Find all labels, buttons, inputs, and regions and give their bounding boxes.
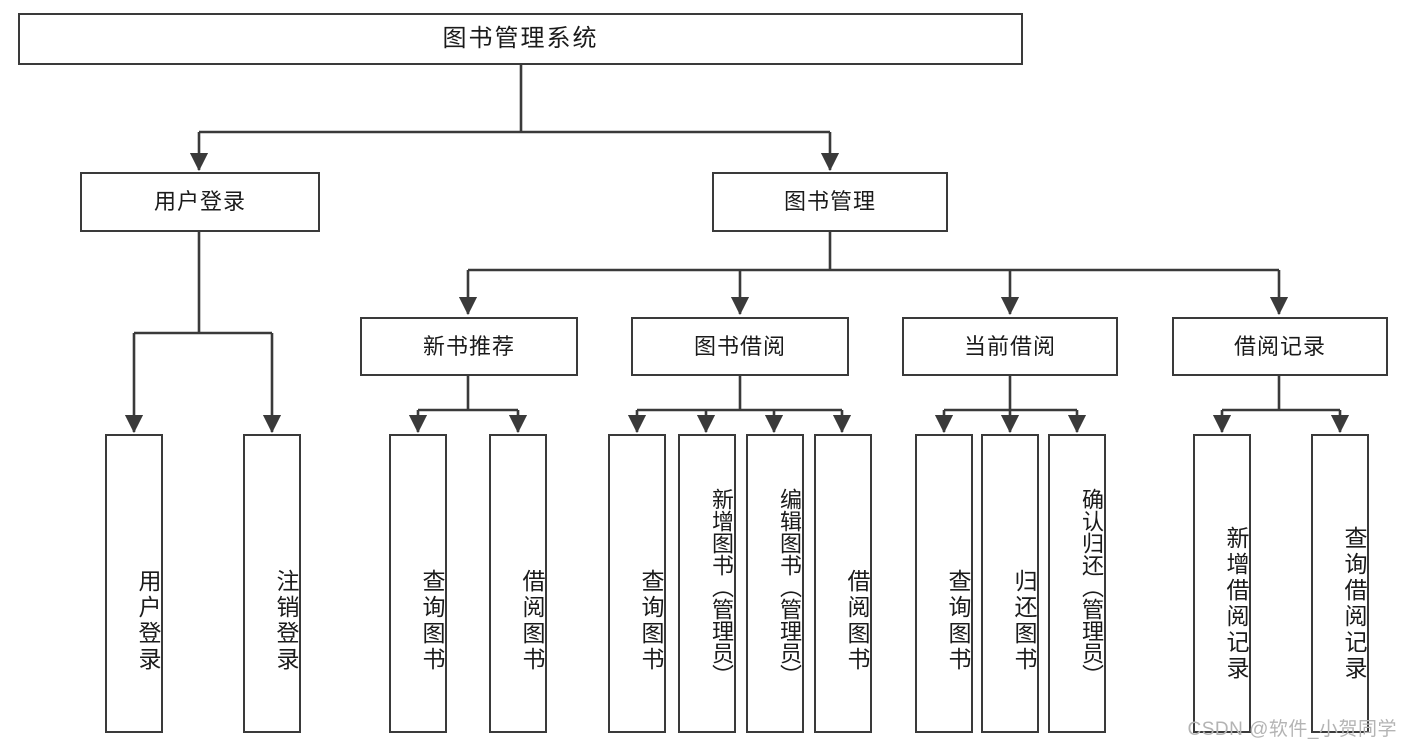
leaf-add-book-admin-label: 新增图书（管理员）: [709, 487, 734, 686]
leaf-query-book-borrow-label: 查询图书: [638, 568, 664, 673]
node-borrow-record[interactable]: 借阅记录: [1172, 317, 1388, 376]
leaf-return-book-label: 归还图书: [1011, 568, 1037, 673]
leaf-user-login-label: 用户登录: [135, 568, 161, 673]
leaf-add-borrow-record[interactable]: 新增借阅记录: [1193, 434, 1251, 733]
leaf-edit-book-admin[interactable]: 编辑图书（管理员）: [746, 434, 804, 733]
node-book-manage-label: 图书管理: [783, 189, 876, 215]
leaf-borrow-book-recommend[interactable]: 借阅图书: [489, 434, 547, 733]
node-current-borrow[interactable]: 当前借阅: [902, 317, 1118, 376]
leaf-query-borrow-record-label: 查询借阅记录: [1341, 525, 1367, 682]
leaf-query-book-borrow[interactable]: 查询图书: [608, 434, 666, 733]
node-book-borrow[interactable]: 图书借阅: [631, 317, 849, 376]
leaf-borrow-book-recommend-label: 借阅图书: [519, 568, 545, 673]
node-user-login[interactable]: 用户登录: [80, 172, 320, 232]
csdn-watermark: CSDN @软件_小贺同学: [1187, 719, 1397, 740]
leaf-confirm-return-admin[interactable]: 确认归还（管理员）: [1048, 434, 1106, 733]
leaf-borrow-book-borrow-label: 借阅图书: [844, 568, 870, 673]
leaf-confirm-return-admin-label: 确认归还（管理员）: [1079, 487, 1104, 686]
leaf-add-book-admin[interactable]: 新增图书（管理员）: [678, 434, 736, 733]
leaf-query-book-current-label: 查询图书: [945, 568, 971, 673]
leaf-borrow-book-borrow[interactable]: 借阅图书: [814, 434, 872, 733]
leaf-user-logout[interactable]: 注销登录: [243, 434, 301, 733]
node-new-book-recommend-label: 新书推荐: [422, 333, 515, 359]
node-book-manage[interactable]: 图书管理: [712, 172, 948, 232]
node-root[interactable]: 图书管理系统: [18, 13, 1023, 65]
leaf-query-book-recommend-label: 查询图书: [419, 568, 445, 673]
leaf-edit-book-admin-label: 编辑图书（管理员）: [777, 487, 802, 686]
leaf-return-book[interactable]: 归还图书: [981, 434, 1039, 733]
node-root-label: 图书管理系统: [442, 25, 599, 53]
leaf-user-logout-label: 注销登录: [273, 568, 299, 673]
node-user-login-label: 用户登录: [153, 189, 246, 215]
leaf-query-book-recommend[interactable]: 查询图书: [389, 434, 447, 733]
node-new-book-recommend[interactable]: 新书推荐: [360, 317, 578, 376]
leaf-user-login[interactable]: 用户登录: [105, 434, 163, 733]
node-borrow-record-label: 借阅记录: [1233, 333, 1326, 359]
leaf-query-borrow-record[interactable]: 查询借阅记录: [1311, 434, 1369, 733]
leaf-query-book-current[interactable]: 查询图书: [915, 434, 973, 733]
leaf-add-borrow-record-label: 新增借阅记录: [1223, 525, 1249, 682]
node-book-borrow-label: 图书借阅: [693, 333, 786, 359]
node-current-borrow-label: 当前借阅: [963, 333, 1056, 359]
